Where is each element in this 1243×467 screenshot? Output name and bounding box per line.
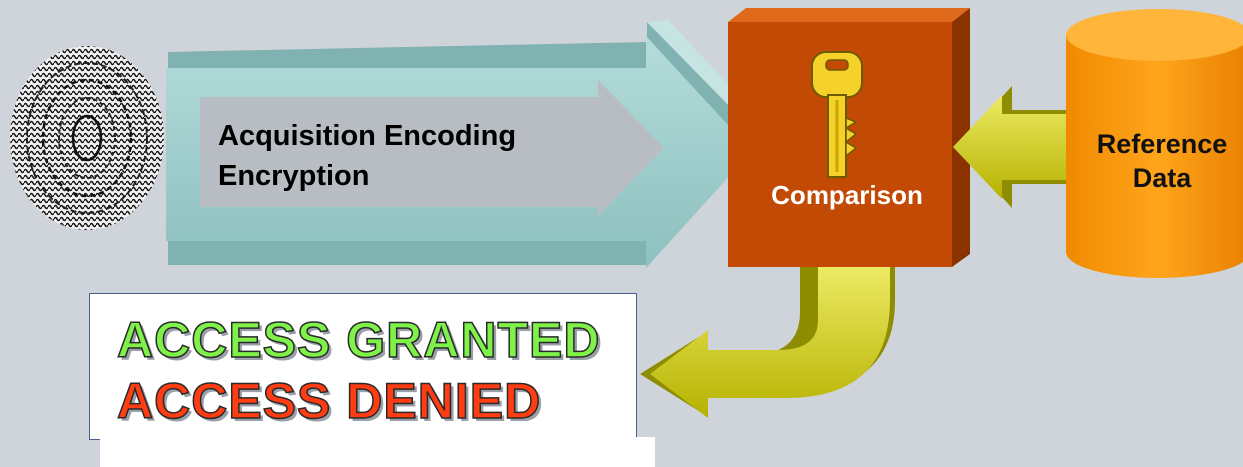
process-label-line2: Encryption xyxy=(218,160,370,192)
fingerprint-icon xyxy=(10,46,164,230)
acquisition-arrow xyxy=(166,20,766,268)
access-denied-text: ACCESS DENIED xyxy=(116,372,542,430)
result-box-underlay xyxy=(100,437,655,467)
access-granted-text: ACCESS GRANTED xyxy=(116,311,601,369)
process-label-line1: Acquisition Encoding xyxy=(218,120,517,152)
reference-label-line1: Reference xyxy=(1096,129,1228,159)
diagram-graphics xyxy=(10,8,1243,418)
reference-data-label: Reference Data xyxy=(1062,127,1243,195)
reference-cylinder xyxy=(1066,9,1243,278)
key-icon xyxy=(811,51,863,178)
biometric-diagram: Acquisition Encoding Encryption Comparis… xyxy=(10,8,1243,467)
reference-arrow xyxy=(953,86,1096,208)
process-label: Acquisition Encoding Encryption xyxy=(218,116,638,196)
reference-label-line2: Data xyxy=(1132,163,1192,193)
comparison-label: Comparison xyxy=(771,180,923,210)
result-box: ACCESS GRANTED ACCESS DENIED xyxy=(89,293,655,467)
result-arrow xyxy=(640,267,895,418)
